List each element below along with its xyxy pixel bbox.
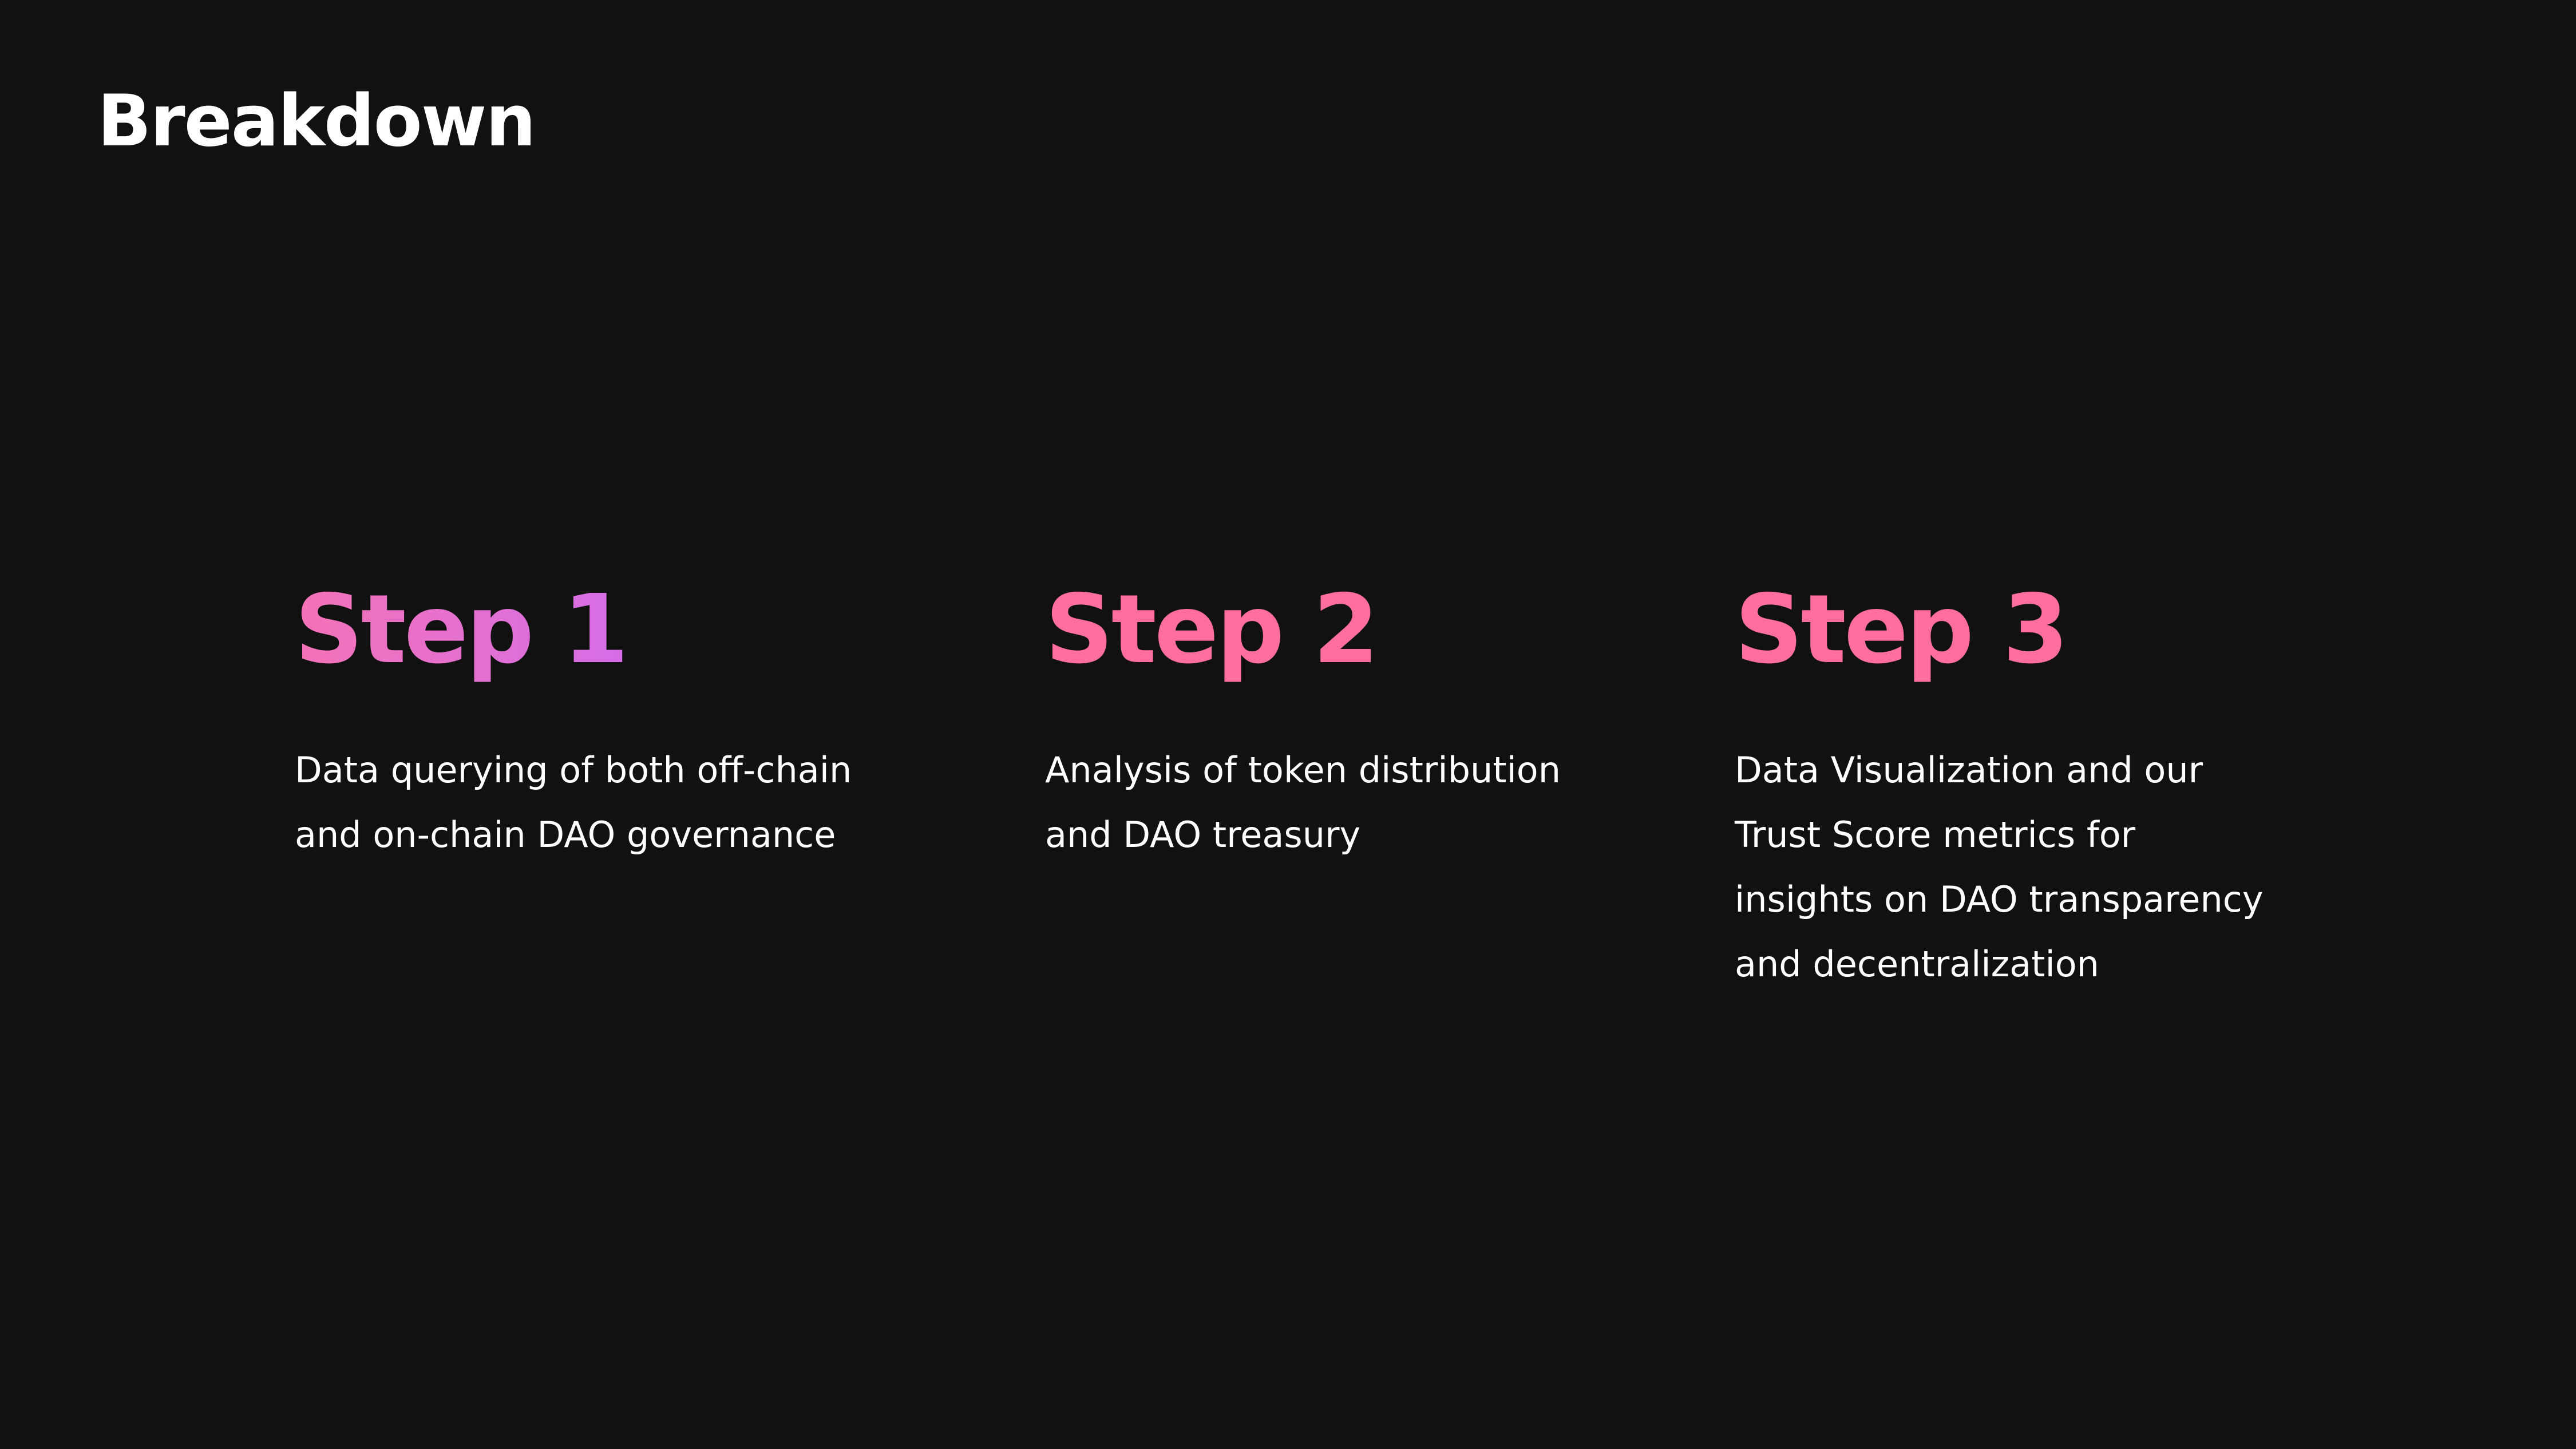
- step-card-1: Step 1 Data querying of both off-chain a…: [295, 577, 901, 867]
- step-description-line: and decentralization: [1735, 943, 2099, 985]
- step-card-3: Step 3 Data Visualization and our Trust …: [1735, 575, 2341, 996]
- step-description-2: Analysis of token distribution and DAO t…: [1045, 738, 1652, 867]
- step-description-line: and DAO treasury: [1045, 813, 1361, 856]
- step-heading-1: Step 1: [295, 577, 901, 683]
- step-card-2: Step 2 Analysis of token distribution an…: [1045, 575, 1652, 867]
- step-description-1: Data querying of both off-chain and on-c…: [295, 738, 901, 867]
- step-description-line: Analysis of token distribution: [1045, 749, 1561, 791]
- step-description-line: Data Visualization and our: [1735, 749, 2203, 791]
- step-description-line: and on-chain DAO governance: [295, 813, 836, 856]
- step-description-3: Data Visualization and our Trust Score m…: [1735, 738, 2341, 996]
- step-description-line: insights on DAO transparency: [1735, 878, 2264, 920]
- step-description-line: Trust Score metrics for: [1735, 813, 2136, 856]
- step-heading-2: Step 2: [1045, 575, 1379, 685]
- page-title: Breakdown: [97, 80, 536, 163]
- step-heading-3: Step 3: [1735, 575, 2069, 685]
- step-description-line: Data querying of both off-chain: [295, 749, 852, 791]
